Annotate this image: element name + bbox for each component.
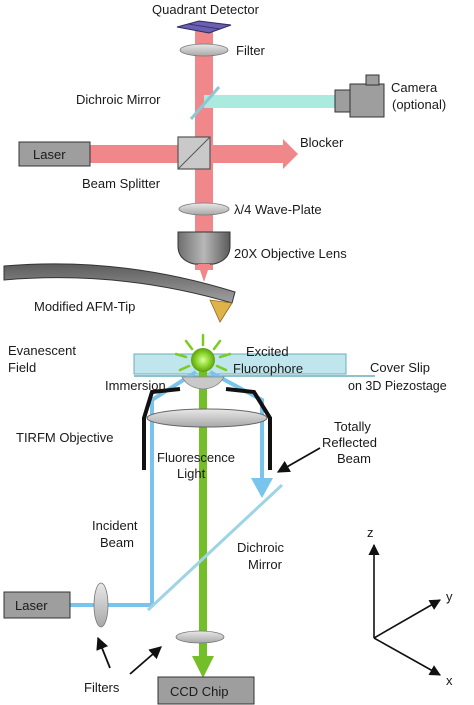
fluorescence-beam <box>199 366 207 658</box>
lower-mirror-label: Mirror <box>248 557 283 572</box>
ccd-chip-box <box>157 676 255 705</box>
beam-splitter-cube <box>177 136 211 170</box>
objective-lens-label: 20X Objective Lens <box>234 246 347 261</box>
excited-label: Excited <box>246 344 289 359</box>
blocker-label: Blocker <box>300 135 344 150</box>
excited-fluorophore-glow <box>174 333 232 372</box>
lower-filter-lens <box>175 630 225 644</box>
lower-laser-box <box>3 591 71 619</box>
reflected-beam-pointer-arrow <box>276 447 321 473</box>
fluorophore <box>191 348 215 372</box>
quadrant-detector <box>176 20 232 34</box>
evanescent-label: Evanescent <box>8 343 76 358</box>
beam-label: Beam <box>337 451 371 466</box>
objective-lens <box>177 231 231 265</box>
fluorophore-label: Fluorophore <box>233 361 303 376</box>
upper-dichroic-mirror <box>189 86 221 120</box>
tirfm-objective-right-housing <box>225 387 272 470</box>
red-beam-to-blocker-arrow <box>283 139 298 169</box>
reflected-label: Reflected <box>322 435 377 450</box>
cover-slip <box>133 353 347 375</box>
upper-laser-label: Laser <box>33 147 66 162</box>
quadrant-detector-label: Quadrant Detector <box>152 2 260 17</box>
ccd-chip-label: CCD Chip <box>170 684 229 699</box>
piezostage-label: on 3D Piezostage <box>348 379 447 393</box>
objective-focus-cone <box>198 264 210 282</box>
tirfm-objective-label: TIRFM Objective <box>16 430 114 445</box>
incident-label: Incident <box>92 518 138 533</box>
reflected-beam-arrowhead <box>251 478 273 498</box>
tirfm-objective-left-housing <box>142 387 181 470</box>
x-axis-label: x <box>446 673 453 688</box>
coordinate-axes <box>368 543 441 676</box>
filters-label: Filters <box>84 680 120 695</box>
totally-label: Totally <box>334 419 371 434</box>
cover-slip-label: Cover Slip <box>370 360 430 375</box>
upper-laser-box <box>18 141 91 167</box>
z-axis-label: z <box>367 525 374 540</box>
wave-plate <box>178 202 230 216</box>
camera-icon <box>334 74 385 118</box>
beam-splitter-label: Beam Splitter <box>82 176 161 191</box>
afm-tip-label: Modified AFM-Tip <box>34 299 135 314</box>
immersion-drop <box>181 376 225 390</box>
fluorescence-arrowhead <box>192 656 214 678</box>
filters-pointer-arrow-left <box>96 636 111 669</box>
reflected-beam <box>209 370 264 480</box>
lower-dichroic-label: Dichroic <box>237 540 284 555</box>
lower-laser-label: Laser <box>15 598 48 613</box>
camera-optional-label: (optional) <box>392 97 446 112</box>
afm-tip <box>209 299 233 323</box>
y-axis-label: y <box>446 589 453 604</box>
incident-beam-label: Beam <box>100 535 134 550</box>
lower-dichroic-mirror <box>146 483 284 612</box>
upper-filter-label: Filter <box>236 43 266 58</box>
filters-pointer-arrow-right <box>129 646 162 675</box>
immersion-label: Immersion <box>105 378 166 393</box>
evanescent-field-label: Field <box>8 360 36 375</box>
camera-label: Camera <box>391 80 438 95</box>
incident-filter-lens <box>93 582 109 628</box>
upper-filter-lens <box>179 43 229 57</box>
tirfm-objective-lens <box>146 408 268 428</box>
fluorescence-light-label: Light <box>177 466 206 481</box>
fluorescence-label: Fluorescence <box>157 450 235 465</box>
incident-beam <box>40 370 198 607</box>
upper-dichroic-label: Dichroic Mirror <box>76 92 161 107</box>
cyan-camera-beam <box>204 95 336 108</box>
quadrant-detector-divider <box>187 23 221 30</box>
wave-plate-label: λ/4 Wave-Plate <box>234 202 322 217</box>
